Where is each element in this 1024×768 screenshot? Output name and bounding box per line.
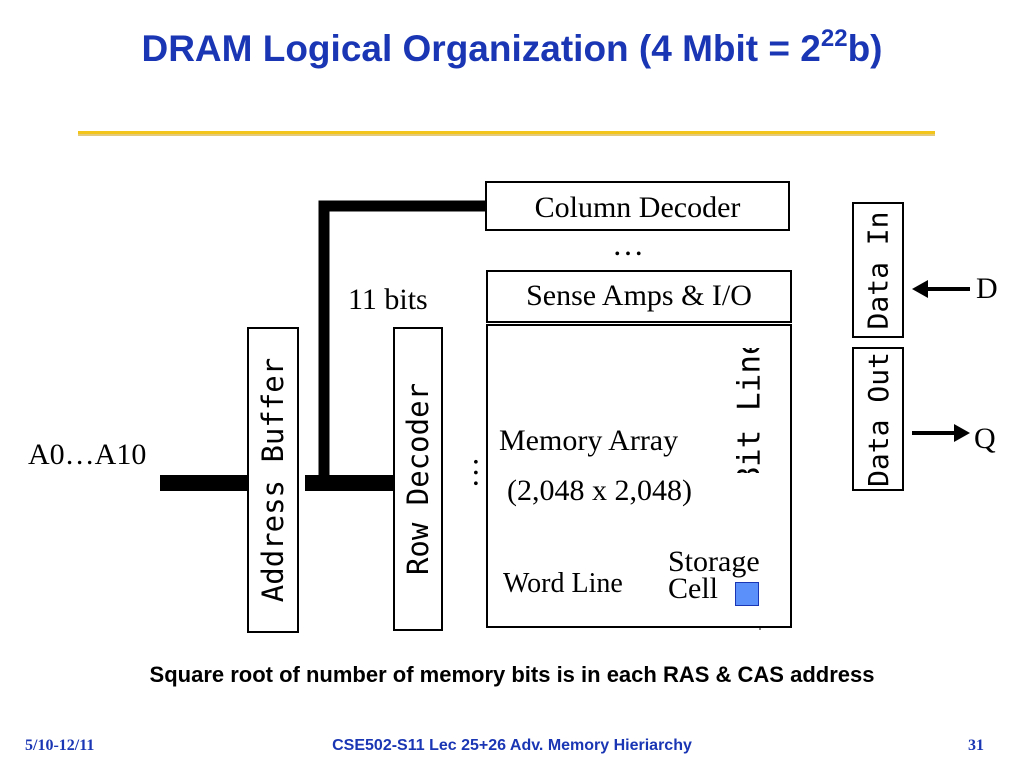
bit-line-label: Bit Line — [732, 348, 768, 473]
cell-label: Cell — [668, 572, 718, 605]
column-bus — [318, 200, 486, 483]
data-out-label-wrap: Data Out — [852, 347, 904, 491]
row-decoder-label: Row Decoder — [401, 382, 435, 576]
bit-line-label-wrap: Bit Line — [730, 348, 770, 473]
q-arrow-head — [954, 424, 970, 442]
column-decoder-box — [485, 181, 790, 231]
data-out-label: Data Out — [861, 351, 895, 487]
slide-title: DRAM Logical Organization (4 Mbit = 222b… — [0, 25, 1024, 70]
title-exponent: 22 — [820, 25, 848, 52]
row-decoder-box — [393, 327, 443, 631]
column-decoder-label: Column Decoder — [534, 191, 741, 224]
array-size-label: (2,048 x 2,048) — [507, 474, 692, 507]
address-input-label: A0…A10 — [28, 438, 147, 471]
bits-label: 11 bits — [348, 283, 428, 316]
d-label: D — [976, 272, 998, 305]
address-buffer-label-wrap: Address Buffer — [247, 327, 299, 633]
storage-label: Storage — [668, 545, 760, 578]
data-out-box — [852, 347, 904, 491]
footer-course: CSE502-S11 Lec 25+26 Adv. Memory Hieriar… — [332, 737, 692, 754]
word-line-label: Word Line — [503, 568, 623, 599]
d-arrow-head — [912, 280, 928, 298]
address-buffer-label: Address Buffer — [256, 357, 290, 603]
slide-caption: Square root of number of memory bits is … — [149, 662, 875, 687]
q-label: Q — [974, 422, 996, 455]
storage-cell — [735, 582, 759, 606]
footer-date: 5/10-12/11 — [25, 737, 95, 754]
row-dots: … — [452, 456, 482, 488]
title-text-end: b) — [847, 28, 883, 69]
data-in-label-wrap: Data In — [852, 202, 904, 338]
memory-array-label: Memory Array — [499, 424, 679, 457]
title-text: DRAM Logical Organization (4 Mbit = 2 — [141, 28, 821, 69]
sense-amps-label: Sense Amps & I/O — [526, 279, 752, 312]
title-underline — [78, 131, 935, 134]
sense-amps-box — [486, 270, 792, 323]
row-decoder-label-wrap: Row Decoder — [393, 327, 443, 631]
footer-page-number: 31 — [968, 737, 984, 754]
address-buffer-box — [247, 327, 299, 633]
column-dots: … — [612, 226, 644, 262]
row-dots-wrap: … — [452, 450, 482, 494]
data-in-label: Data In — [861, 210, 895, 330]
data-in-box — [852, 202, 904, 338]
